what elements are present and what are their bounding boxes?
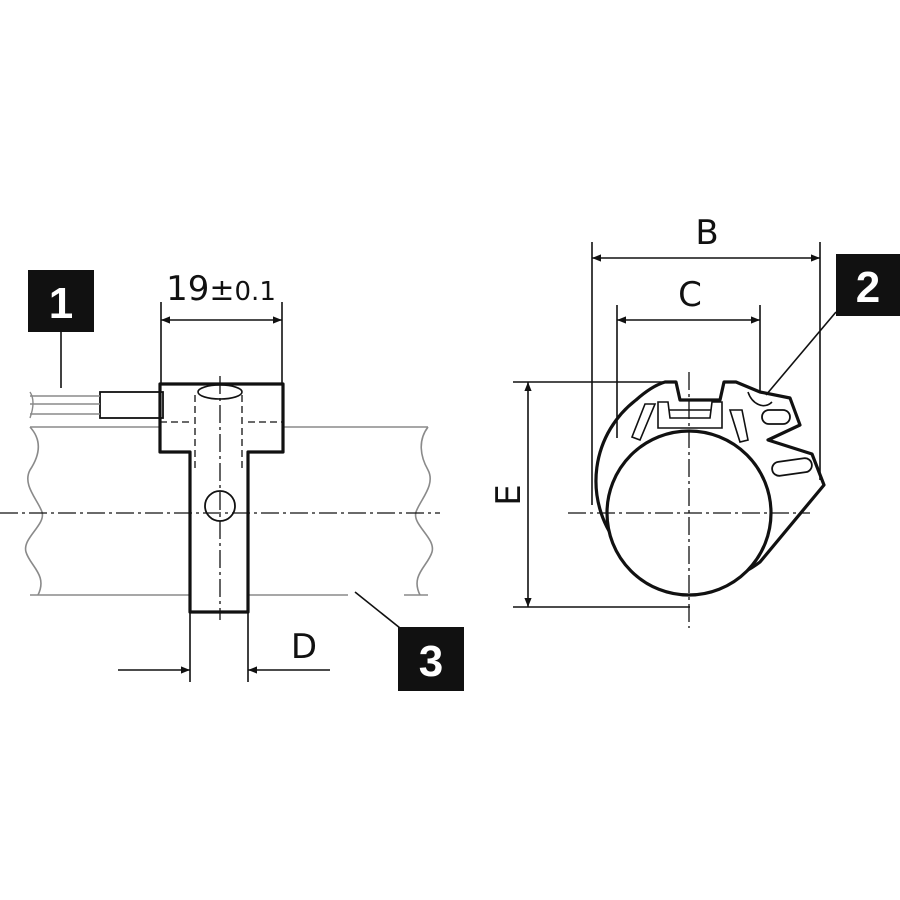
cable bbox=[29, 391, 164, 419]
callout-3-leader bbox=[354, 591, 406, 633]
clip-front-left-rib bbox=[630, 403, 657, 442]
dimension-b: B bbox=[591, 213, 821, 505]
clip-front-channel bbox=[657, 401, 723, 429]
tube-break-right bbox=[414, 426, 434, 596]
dimension-19: 19±0.1 bbox=[160, 269, 283, 384]
dimension-c-label: C bbox=[678, 275, 702, 315]
clip-front-right-rib bbox=[728, 409, 749, 443]
clip-side-body bbox=[158, 382, 285, 614]
tube-outline bbox=[30, 426, 428, 596]
callout-badge-2: 2 bbox=[836, 254, 900, 316]
dimension-e: E bbox=[489, 381, 690, 608]
callout-badge-3: 3 bbox=[398, 627, 464, 691]
callout-badge-1: 1 bbox=[28, 270, 94, 332]
clip-front-latch-slot-lower bbox=[771, 457, 813, 477]
svg-text:19±0.1: 19±0.1 bbox=[166, 269, 276, 309]
clip-front-latch bbox=[747, 391, 773, 407]
clip-side-hidden-lines bbox=[160, 395, 283, 470]
side-view: 19±0.1 D bbox=[0, 269, 440, 682]
callout-2-label: 2 bbox=[856, 263, 880, 312]
dimension-19-plusminus: ± bbox=[209, 273, 234, 308]
tube-break-left bbox=[24, 426, 44, 596]
clip-front-latch-slot-upper bbox=[761, 409, 791, 425]
dimension-b-label: B bbox=[695, 213, 718, 253]
callout-2-leader bbox=[765, 311, 837, 396]
dimension-d-label: D bbox=[291, 627, 317, 667]
dimension-19-tolerance: 0.1 bbox=[235, 277, 276, 307]
dimension-d: D bbox=[118, 612, 330, 682]
dimension-e-label: E bbox=[489, 484, 529, 505]
dimension-19-value: 19 bbox=[166, 269, 209, 309]
callout-3-label: 3 bbox=[419, 637, 443, 686]
front-view: B C E bbox=[489, 213, 837, 628]
dimension-c: C bbox=[616, 275, 761, 438]
callout-1-label: 1 bbox=[49, 279, 73, 328]
